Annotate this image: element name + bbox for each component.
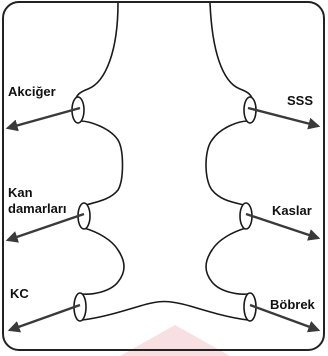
watermark-shape — [120, 325, 230, 356]
arrow-blood-vessels — [8, 214, 84, 240]
label-lung: Akciğer — [8, 85, 56, 99]
label-blood-vessels-line2: damarları — [8, 202, 67, 216]
label-cns: SSS — [287, 94, 313, 108]
label-blood-vessels-line1: Kan — [8, 186, 33, 200]
tube-left-outline — [76, 3, 124, 294]
arrow-lung — [8, 108, 80, 128]
tube-bottom-outline — [82, 302, 248, 321]
arrow-cns — [248, 108, 318, 126]
label-muscles: Kaslar — [272, 204, 312, 218]
label-kidney: Böbrek — [270, 298, 315, 312]
tube-right-outline — [206, 3, 252, 294]
arrow-liver — [10, 305, 80, 330]
label-liver: KC — [10, 287, 29, 301]
